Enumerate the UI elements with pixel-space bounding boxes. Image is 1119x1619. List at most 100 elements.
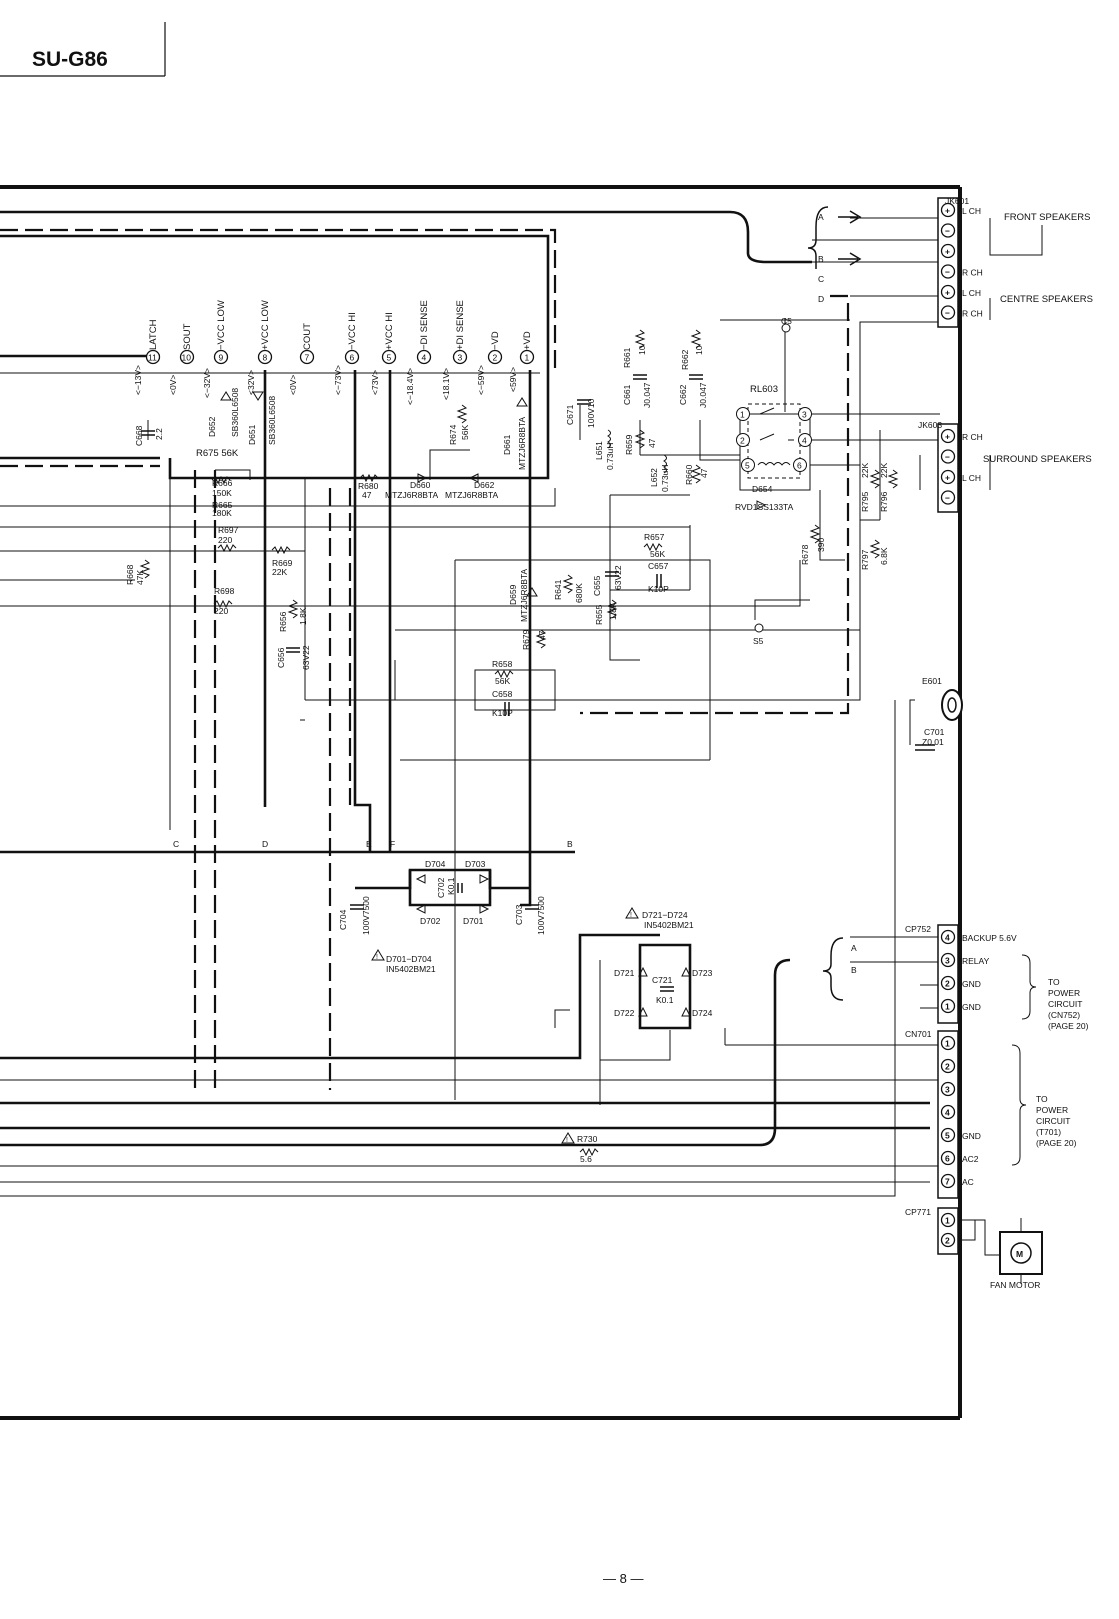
svg-text:C703: C703 bbox=[514, 904, 524, 925]
connector-pin bbox=[940, 264, 956, 279]
capacitor-c656: C656 63V22 bbox=[276, 645, 311, 670]
capacitor-c658: C658 K10P bbox=[492, 689, 513, 718]
svg-text:9: 9 bbox=[219, 353, 224, 363]
svg-text:C702: C702 bbox=[436, 877, 446, 898]
signal-wiring bbox=[0, 217, 1043, 1256]
resistor-r669: R669 22K bbox=[271, 545, 293, 577]
svg-text:1: 1 bbox=[740, 410, 745, 420]
svg-text:MTZJ6R8BTA: MTZJ6R8BTA bbox=[519, 568, 529, 622]
top-pin-name: −VCC HI bbox=[347, 312, 358, 350]
svg-text:K0.1: K0.1 bbox=[656, 995, 674, 1005]
connector-pin-mark: 6 bbox=[945, 1154, 950, 1164]
connector-pin-label: R CH bbox=[962, 432, 983, 442]
svg-text:M: M bbox=[1016, 1249, 1023, 1259]
connector-pin bbox=[940, 428, 956, 444]
connector-id: CN701 bbox=[905, 1029, 932, 1039]
top-pin: 8 +VCC LOW <32V> bbox=[246, 300, 273, 395]
svg-text:D702: D702 bbox=[420, 916, 441, 926]
svg-text:R697: R697 bbox=[218, 525, 239, 535]
diode-d654: D654 RVD1SS133TA bbox=[735, 484, 794, 512]
power-circuit-t701-label: TO POWER CIRCUIT (T701) (PAGE 20) bbox=[1011, 1044, 1077, 1166]
resistor-r796: R796 22K bbox=[879, 463, 899, 512]
svg-text:R795: R795 bbox=[860, 491, 870, 512]
resistor-r641: R641 680K bbox=[553, 574, 584, 603]
svg-text:MTZJ6R8BTA: MTZJ6R8BTA bbox=[385, 490, 439, 500]
resistor-r797: R797 6.8K bbox=[860, 539, 889, 570]
svg-text:8: 8 bbox=[263, 353, 268, 363]
connector-pin bbox=[940, 1058, 956, 1074]
top-pin-voltage: <32V> bbox=[246, 370, 256, 395]
resistor-r660: R660 47 bbox=[684, 464, 709, 485]
top-pin: 9 −VCC LOW <−32V> bbox=[202, 300, 229, 398]
svg-text:47: 47 bbox=[699, 468, 709, 478]
svg-text:S5: S5 bbox=[753, 636, 764, 646]
top-pin: 5 +VCC HI <73V> bbox=[370, 312, 397, 395]
connector-pin-mark: + bbox=[945, 288, 950, 298]
svg-text:R674: R674 bbox=[448, 424, 458, 445]
svg-text:MTZJ6R8BTA: MTZJ6R8BTA bbox=[445, 490, 499, 500]
resistor-r658: R658 56K bbox=[492, 659, 514, 686]
resistor-r661: R661 10 bbox=[622, 329, 647, 368]
svg-text:R658: R658 bbox=[492, 659, 513, 669]
connector-pin-label: AC bbox=[962, 1177, 974, 1187]
connector-pin-mark: − bbox=[945, 308, 950, 318]
diode-d659: D659 MTZJ6R8BTA bbox=[508, 568, 538, 622]
svg-text:R796: R796 bbox=[879, 491, 889, 512]
top-pin-voltage: <73V> bbox=[370, 370, 380, 395]
svg-text:D659: D659 bbox=[508, 584, 518, 605]
surround-speakers-label: SURROUND SPEAKERS bbox=[983, 454, 1092, 465]
svg-text:R668: R668 bbox=[125, 564, 135, 585]
diode-d652: D652 SB360L6508 bbox=[207, 388, 240, 437]
svg-text:100V7500: 100V7500 bbox=[536, 896, 546, 935]
svg-text:6: 6 bbox=[797, 461, 802, 471]
svg-text:6: 6 bbox=[350, 353, 355, 363]
svg-text:180K: 180K bbox=[212, 508, 232, 518]
svg-text:D721−D724: D721−D724 bbox=[642, 910, 688, 920]
connector-pin-mark: 5 bbox=[945, 1131, 950, 1141]
top-pin: 1 +VD <59V> bbox=[508, 331, 535, 392]
svg-text:5: 5 bbox=[745, 461, 750, 471]
svg-text:10: 10 bbox=[637, 345, 647, 355]
svg-text:TO: TO bbox=[1048, 977, 1060, 987]
top-pin-voltage: <−18.4V> bbox=[405, 368, 415, 405]
capacitor-c703: C703 100V7500 bbox=[514, 896, 546, 935]
top-pin: 3 +DI SENSE <18.1V> bbox=[441, 300, 468, 400]
svg-text:22K: 22K bbox=[879, 463, 889, 478]
svg-text:!: ! bbox=[376, 954, 378, 961]
svg-text:D722: D722 bbox=[614, 1008, 635, 1018]
model-title: SU-G86 bbox=[32, 48, 108, 71]
svg-text:47: 47 bbox=[362, 490, 372, 500]
svg-text:C655: C655 bbox=[592, 575, 602, 596]
label-r675: R675 56K bbox=[196, 448, 239, 459]
svg-text:K10P: K10P bbox=[492, 708, 513, 718]
connector-pin-mark: − bbox=[945, 452, 950, 462]
svg-text:POWER: POWER bbox=[1036, 1105, 1068, 1115]
connector-pin-label: R CH bbox=[962, 309, 983, 319]
svg-text:R656: R656 bbox=[278, 611, 288, 632]
svg-text:IN5402BM21: IN5402BM21 bbox=[386, 964, 436, 974]
svg-text:2: 2 bbox=[740, 436, 745, 446]
svg-text:FAN MOTOR: FAN MOTOR bbox=[990, 1280, 1040, 1290]
svg-text:22K: 22K bbox=[272, 567, 287, 577]
svg-text:5: 5 bbox=[387, 353, 392, 363]
svg-text:22K: 22K bbox=[860, 463, 870, 478]
connector-pin-mark: 1 bbox=[945, 1216, 950, 1226]
svg-text:K10P: K10P bbox=[648, 584, 669, 594]
svg-text:Z0.01: Z0.01 bbox=[922, 737, 944, 747]
svg-text:D654: D654 bbox=[752, 484, 773, 494]
svg-text:100V7500: 100V7500 bbox=[361, 896, 371, 935]
svg-text:R662: R662 bbox=[680, 349, 690, 370]
svg-text:C: C bbox=[818, 274, 824, 284]
title-block: SU-G86 bbox=[0, 22, 166, 77]
svg-text:L652: L652 bbox=[649, 468, 659, 487]
connector-pin-mark: + bbox=[945, 206, 950, 216]
test-point-s5: S5 bbox=[753, 623, 764, 646]
svg-text:1: 1 bbox=[525, 353, 530, 363]
connector-pin bbox=[940, 469, 956, 485]
svg-text:D652: D652 bbox=[207, 416, 217, 437]
svg-text:D721: D721 bbox=[614, 968, 635, 978]
